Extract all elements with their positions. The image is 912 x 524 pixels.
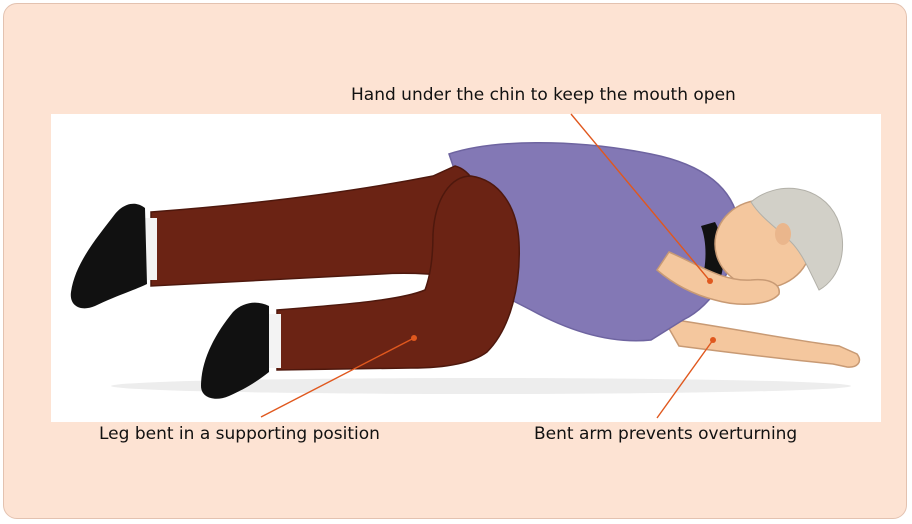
- arm-leader-dot: [710, 337, 716, 343]
- leg-leader-line: [261, 338, 414, 417]
- hand-annotation: Hand under the chin to keep the mouth op…: [351, 85, 736, 105]
- hand-leader-line: [571, 114, 710, 281]
- hand-leader-dot: [707, 278, 713, 284]
- arm-annotation: Bent arm prevents overturning: [534, 424, 797, 444]
- leg-leader-dot: [411, 335, 417, 341]
- arm-leader-line: [657, 340, 713, 418]
- diagram-panel: Hand under the chin to keep the mouth op…: [3, 3, 907, 519]
- leg-annotation: Leg bent in a supporting position: [99, 424, 380, 444]
